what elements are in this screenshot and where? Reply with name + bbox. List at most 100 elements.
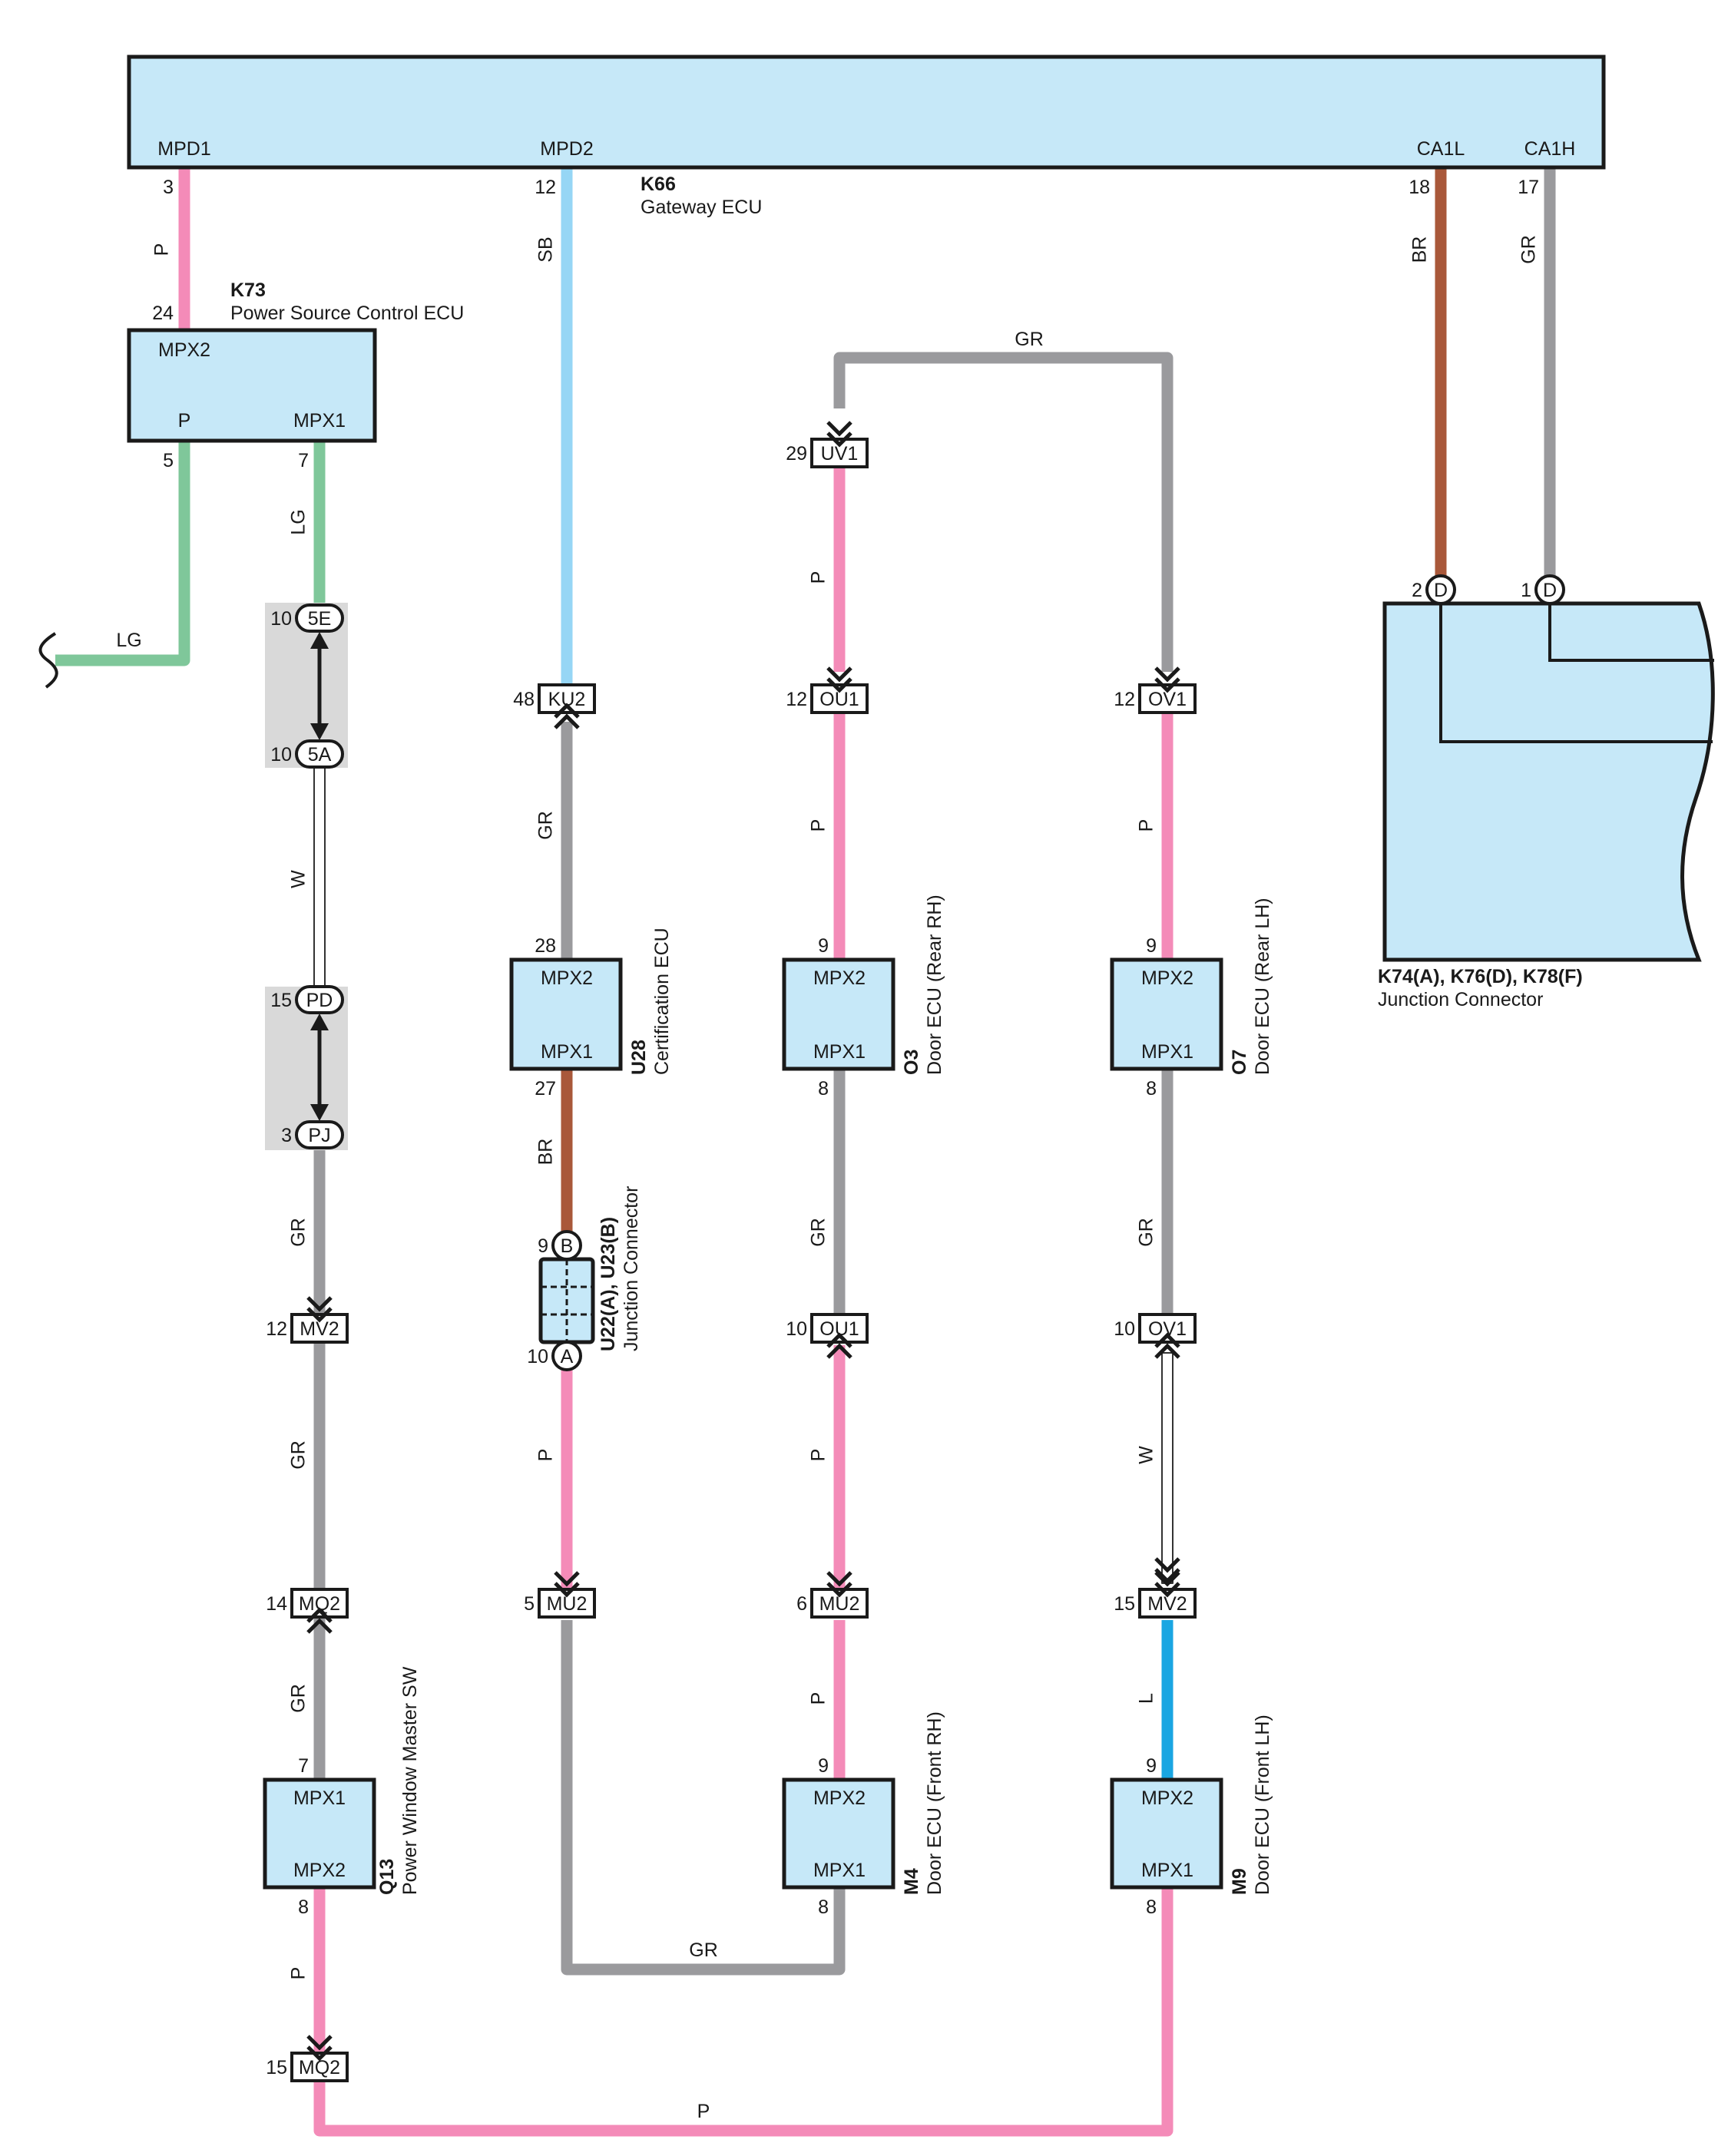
gateway-pin-label: CA1H [1524,138,1576,160]
connector-chevron-icon [826,421,852,448]
wire-white-right [1161,1352,1174,1584]
wire-label-bottom-gr: GR [689,1939,718,1961]
connector-ou1-top-pin-num: 12 [786,689,807,710]
certification-bottom-pin-num: 27 [535,1078,556,1099]
connector-ou1-bottom-pin-num: 10 [786,1318,807,1340]
connector-ov1-top-pin-num: 12 [1114,689,1135,710]
door-front-lh-name: Door ECU (Front LH) [1252,1715,1273,1895]
connector-chevron-icon [306,2035,333,2062]
connector-ov1-top-label: OV1 [1148,689,1187,710]
gateway-pin-label: MPD1 [157,138,210,160]
door-front-lh-top-pin-label: MPX2 [1141,1787,1193,1809]
connector-ov1-bottom-label: OV1 [1148,1318,1187,1340]
wire-label-ca1h: GR [1518,235,1540,264]
wire-label-o7-ov1: GR [1136,1218,1157,1247]
junction-u22-pin-b-pin-num: 9 [538,1235,548,1257]
junction-k74-pin-1-pin-num: 1 [1521,580,1531,601]
door-rear-rh-code: O3 [901,1050,922,1075]
power-window-name: Power Window Master SW [399,1666,421,1895]
door-rear-rh-top-pin-label: MPX2 [813,967,866,989]
power-source-name: Power Source Control ECU [230,303,464,324]
door-rear-rh-top-pin-num: 9 [818,935,829,957]
door-rear-lh-name: Door ECU (Rear LH) [1252,898,1273,1075]
junction-k74-box [1382,601,1715,962]
gateway-code: K66 [641,174,676,195]
door-rear-lh-code: O7 [1229,1050,1250,1075]
connector-chevron-icon [1154,666,1180,693]
wire-label-mpx1: LG [288,509,310,534]
door-rear-lh-top-pin-label: MPX2 [1141,967,1193,989]
connector-chevron-icon [1154,1332,1180,1359]
power-source-pin-label: MPX1 [293,410,346,432]
certification-bottom-pin-label: MPX1 [541,1041,593,1063]
junction-k74-pin-1-circle [1534,574,1565,605]
connector-chevron-icon [826,666,852,693]
gateway-name: Gateway ECU [641,197,762,218]
junction-block-pd-pin-num: 15 [270,990,292,1011]
gateway-pin-label: MPD2 [540,138,593,160]
wire-label-mq2-q13: GR [288,1684,310,1713]
certification-top-pin-num: 28 [535,935,556,957]
wire-label-pj-mv2: GR [288,1218,310,1247]
wire-label-u22-mu2: P [535,1449,557,1462]
power-source-pin-num: 24 [152,303,174,324]
wire-label-top-gr: GR [1015,329,1044,350]
power-source-ecu-box [127,328,377,443]
connector-chevron-icon [554,703,580,729]
door-front-rh-top-pin-label: MPX2 [813,1787,866,1809]
power-source-pin-num: 5 [163,450,174,471]
connector-chevron-icon [1154,1571,1180,1598]
wire-label-mpd2: SB [535,236,557,262]
connector-chevron-icon [554,1571,580,1598]
connector-mu2-right-label: MU2 [819,1593,860,1615]
connector-mv2-right-label: MV2 [1147,1593,1187,1615]
door-front-lh-bottom-pin-num: 8 [1146,1896,1157,1918]
connector-mq2-bottom-pin-num: 15 [266,2057,287,2078]
wire-top-gr [833,352,1174,672]
junction-k74-code: K74(A), K76(D), K78(F) [1378,966,1583,987]
door-rear-rh-name: Door ECU (Rear RH) [924,894,945,1075]
power-window-top-pin-label: MPX1 [293,1787,346,1809]
junction-block-pj-oval [295,1120,344,1149]
power-window-top-pin-num: 7 [298,1755,309,1777]
junction-u22-pin-a-circle [551,1341,582,1371]
junction-block-5e-pin-num: 10 [270,608,292,630]
gateway-pin-num: 18 [1409,177,1430,198]
connector-mv2-right-pin-num: 15 [1114,1593,1135,1615]
junction-block-pd-oval [295,985,344,1014]
wire-label-o3-ou1: GR [808,1218,829,1247]
power-source-pin-label: P [178,410,191,432]
power-window-code: Q13 [376,1859,398,1895]
wire-label-mv2-m9: L [1136,1693,1157,1704]
connector-chevron-icon [1154,1557,1180,1584]
wire-label-white-right: W [1136,1446,1157,1464]
connector-mu2-right-pin-num: 6 [796,1593,807,1615]
door-front-rh-top-pin-num: 9 [818,1755,829,1777]
power-window-bottom-pin-label: MPX2 [293,1860,346,1881]
junction-block-pj-label: PJ [308,1125,330,1146]
power-window-bottom-pin-num: 8 [298,1896,309,1918]
wire-lg-left [55,441,190,666]
wire-break-symbol [38,632,58,689]
junction-u22-symbol [538,1257,595,1344]
junction-k74-bus-1 [1439,577,1713,743]
junction-k74-name: Junction Connector [1378,989,1543,1010]
wire-label-ov1-o7: P [1136,819,1157,832]
door-rear-rh-bottom-pin-num: 8 [818,1078,829,1099]
junction-block-5e-label: 5E [308,608,332,630]
power-source-pin-num: 7 [298,450,309,471]
door-rear-lh-ecu-box [1110,957,1223,1071]
door-front-lh-top-pin-num: 9 [1146,1755,1157,1777]
door-front-lh-ecu-box [1110,1777,1223,1890]
door-rear-lh-top-pin-num: 9 [1146,935,1157,957]
door-front-rh-ecu-box [782,1777,895,1890]
certification-top-pin-label: MPX2 [541,967,593,989]
gateway-ecu-box [127,55,1606,170]
wire-label-lg-left: LG [116,630,141,651]
wire-label-ca1l: BR [1409,236,1431,263]
junction-k74-pin-2-pin-num: 2 [1412,580,1422,601]
junction-u22-name: Junction Connector [621,1186,642,1351]
power-source-pin-label: MPX2 [158,339,210,361]
junction-block-5e-oval [295,603,344,633]
connector-mu2-right-box [810,1588,869,1619]
